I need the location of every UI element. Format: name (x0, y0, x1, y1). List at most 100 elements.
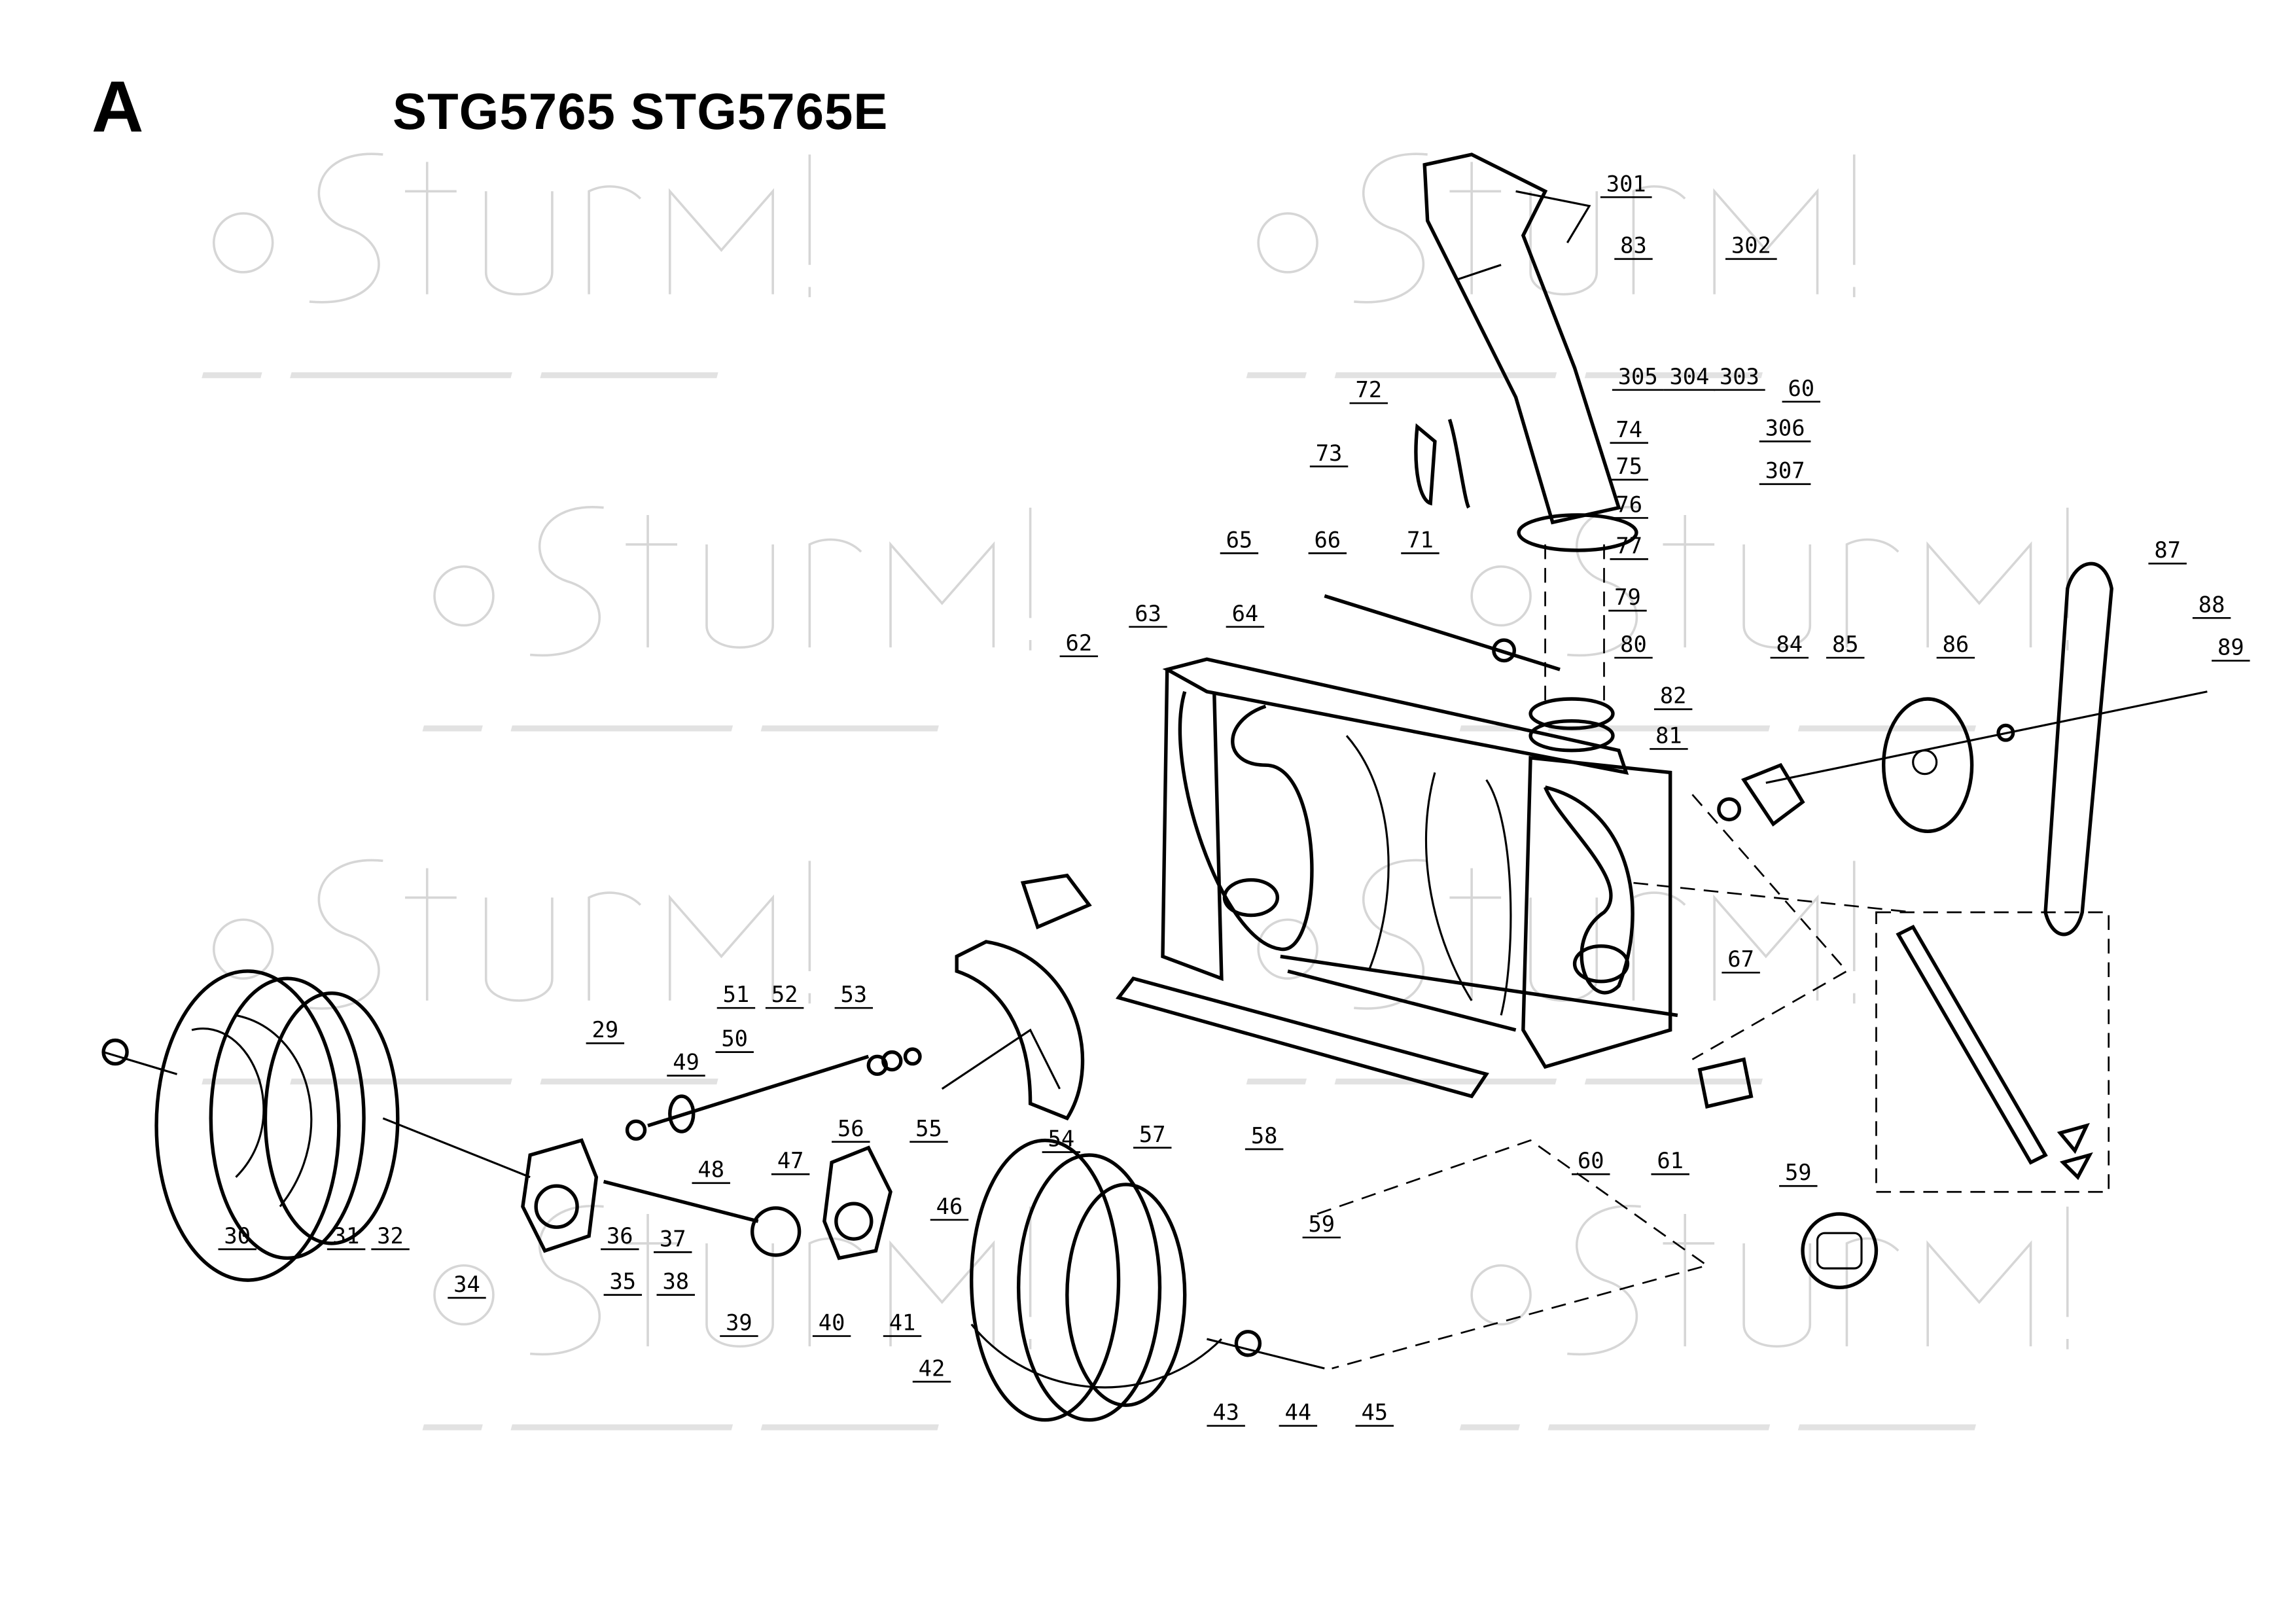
part-number: 49 (673, 1050, 699, 1075)
part-number: 71 (1407, 527, 1434, 552)
part-callout-56: 56 (832, 1116, 870, 1143)
part-number: 63 (1135, 601, 1161, 626)
part-callout-52: 52 (765, 982, 804, 1009)
part-number: 79 (1614, 584, 1641, 610)
part-callout-307: 307 (1759, 458, 1811, 486)
part-callout-305: 305 (1612, 364, 1664, 391)
part-callout-51: 51 (716, 982, 756, 1009)
part-number: 58 (1251, 1123, 1278, 1149)
part-number: 54 (1048, 1126, 1075, 1152)
watermark-tagline (422, 725, 939, 732)
part-callout-38: 38 (656, 1269, 695, 1296)
part-callout-74: 74 (1610, 417, 1648, 444)
watermark-logo (1257, 152, 1856, 304)
part-callout-49: 49 (667, 1050, 705, 1077)
part-callout-54: 54 (1042, 1126, 1081, 1153)
part-callout-59: 59 (1302, 1211, 1341, 1239)
part-callout-82: 82 (1653, 683, 1693, 711)
part-number: 84 (1776, 632, 1803, 657)
part-number: 36 (607, 1223, 633, 1249)
part-number: 76 (1616, 491, 1642, 517)
part-callout-303: 303 (1714, 364, 1765, 391)
part-callout-79: 79 (1608, 584, 1647, 612)
part-callout-61: 61 (1651, 1148, 1689, 1175)
part-number: 305 (1618, 364, 1658, 389)
part-number: 86 (1943, 632, 1969, 657)
part-number: 39 (726, 1310, 752, 1336)
part-callout-65: 65 (1220, 527, 1259, 554)
part-callout-45: 45 (1355, 1400, 1394, 1427)
part-callout-75: 75 (1610, 454, 1648, 481)
part-callout-60: 60 (1572, 1148, 1610, 1175)
part-number: 74 (1616, 417, 1642, 442)
watermark-logo (1470, 1205, 2069, 1356)
part-number: 77 (1616, 533, 1642, 558)
watermark-tagline (1246, 372, 1763, 378)
section-letter: A (92, 67, 144, 147)
part-callout-73: 73 (1309, 440, 1349, 468)
part-number: 44 (1285, 1400, 1312, 1425)
part-callout-32: 32 (371, 1223, 410, 1251)
part-number: 53 (841, 982, 868, 1007)
part-number: 302 (1731, 233, 1771, 259)
part-callout-43: 43 (1207, 1400, 1245, 1427)
part-number: 42 (919, 1355, 945, 1381)
part-number: 55 (915, 1116, 942, 1141)
part-number: 37 (660, 1226, 686, 1251)
part-callout-63: 63 (1129, 601, 1167, 628)
watermark-logo (212, 859, 811, 1010)
part-callout-48: 48 (692, 1157, 730, 1185)
part-callout-35: 35 (603, 1269, 643, 1296)
watermark-tagline (1246, 1079, 1763, 1085)
part-number: 88 (2199, 592, 2225, 617)
part-number: 66 (1315, 527, 1341, 552)
part-callout-47: 47 (771, 1148, 810, 1175)
part-callout-39: 39 (720, 1310, 758, 1337)
watermark-logo (433, 506, 1032, 657)
part-callout-85: 85 (1826, 632, 1865, 659)
part-callout-41: 41 (883, 1310, 922, 1337)
part-number: 57 (1139, 1122, 1166, 1147)
part-number: 306 (1765, 416, 1805, 441)
watermark-tagline (202, 1079, 718, 1085)
part-number: 303 (1720, 364, 1759, 389)
watermark-tagline (202, 372, 718, 378)
part-number: 65 (1226, 527, 1253, 552)
part-callout-88: 88 (2192, 592, 2231, 619)
part-callout-29: 29 (586, 1017, 625, 1044)
part-number: 59 (1785, 1160, 1812, 1185)
part-callout-301: 301 (1600, 171, 1652, 198)
part-callout-53: 53 (834, 982, 874, 1009)
model-numbers: STG5765 STG5765E (393, 82, 889, 140)
part-number: 45 (1361, 1400, 1388, 1425)
part-callout-62: 62 (1059, 630, 1099, 658)
part-callout-83: 83 (1614, 233, 1653, 260)
part-number: 89 (2217, 635, 2244, 660)
part-callout-37: 37 (654, 1226, 692, 1253)
part-callout-58: 58 (1245, 1123, 1284, 1150)
part-number: 60 (1788, 376, 1814, 401)
part-number: 32 (377, 1223, 404, 1249)
part-callout-57: 57 (1133, 1122, 1172, 1149)
part-callout-80: 80 (1614, 632, 1653, 659)
part-callout-72: 72 (1349, 377, 1388, 404)
watermark-logo (1470, 506, 2069, 657)
part-number: 73 (1316, 440, 1343, 466)
part-number: 40 (819, 1310, 845, 1336)
part-callout-31: 31 (327, 1223, 366, 1251)
part-number: 31 (333, 1223, 360, 1249)
part-callout-84: 84 (1770, 632, 1809, 659)
part-number: 46 (936, 1194, 963, 1219)
part-number: 29 (592, 1017, 619, 1043)
watermark-logo (212, 152, 811, 304)
part-number: 50 (721, 1026, 748, 1052)
part-number: 307 (1765, 458, 1805, 484)
part-number: 83 (1620, 233, 1647, 259)
part-number: 81 (1655, 722, 1682, 748)
part-callout-42: 42 (912, 1355, 951, 1383)
part-callout-50: 50 (715, 1026, 754, 1053)
part-number: 30 (224, 1223, 251, 1249)
